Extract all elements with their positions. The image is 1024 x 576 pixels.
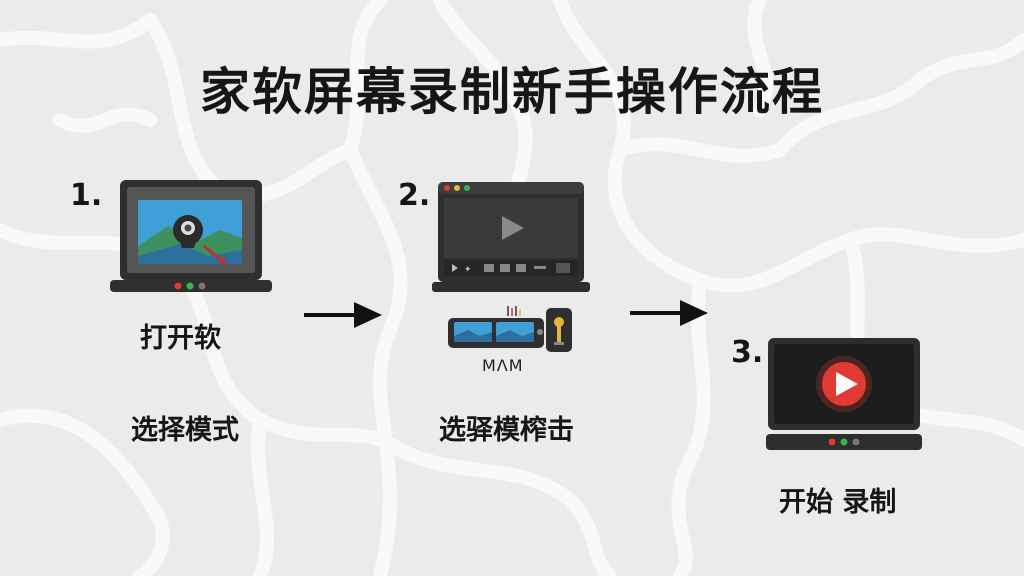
step-1-number: 1. [70,178,103,213]
step-3-label: 开始 录制 [779,487,897,518]
video-player-icon: ✦ [432,182,590,292]
device-label: MΛM [482,356,524,375]
step-3-number: 3. [731,335,764,370]
arrow-right-icon [304,302,382,328]
step-2-label: 选驿模榨击 [439,415,574,446]
step-1-sublabel: 选择模式 [131,415,239,446]
svg-text:✦: ✦ [464,265,472,275]
step-2-number: 2. [398,178,431,213]
step-1-label: 打开软 [140,323,221,354]
record-play-icon [766,338,922,450]
arrow-right-icon [630,300,708,326]
page-title: 家软屏幕录制新手操作流程 [200,63,824,121]
capture-device-icon [448,306,572,352]
laptop-webcam-icon [110,180,272,292]
